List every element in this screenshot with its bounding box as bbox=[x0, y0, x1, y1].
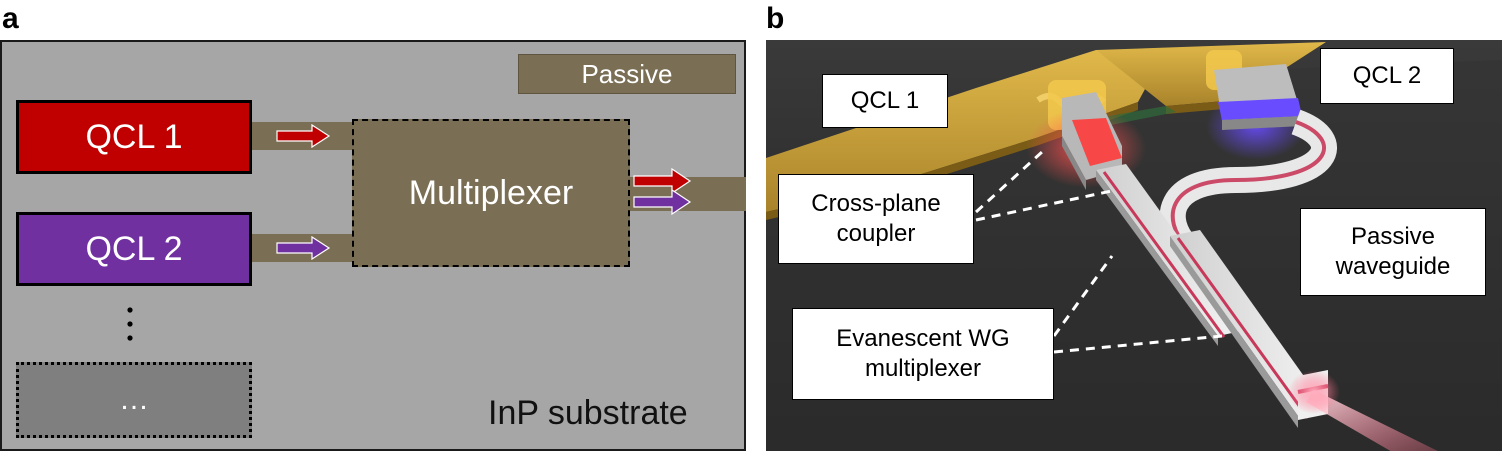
output-purple-arrow-icon bbox=[633, 188, 692, 216]
qcl1-label: QCL 1 bbox=[822, 74, 948, 128]
additional-qcl-block: … bbox=[16, 362, 252, 438]
qcl2-label: QCL 2 bbox=[1320, 48, 1454, 104]
qcl1-ridge bbox=[1062, 92, 1122, 190]
substrate-label: InP substrate bbox=[488, 394, 688, 432]
panel-a-schematic: Passive QCL 1 QCL 2 Multiplexer … InP su… bbox=[0, 40, 746, 451]
passive-waveguide-bend bbox=[1159, 109, 1337, 255]
output-red-arrow-icon bbox=[633, 167, 692, 195]
qcl2-block: QCL 2 bbox=[16, 212, 252, 286]
leader-lines bbox=[974, 150, 1223, 354]
qcl2-ridge bbox=[1214, 64, 1302, 130]
output-beam bbox=[1306, 390, 1438, 451]
qcl1-arrow-icon bbox=[276, 123, 331, 149]
panel-b-letter: b bbox=[766, 2, 785, 35]
evanescent-multiplexer-label: Evanescent WG multiplexer bbox=[792, 308, 1054, 400]
multiplexer-waveguides bbox=[1096, 164, 1329, 428]
cross-plane-coupler-label: Cross-plane coupler bbox=[778, 174, 974, 264]
passive-legend: Passive bbox=[518, 54, 736, 94]
signal-arrows bbox=[276, 123, 692, 261]
multiplexer-block: Multiplexer bbox=[352, 119, 630, 267]
panel-a-letter: a bbox=[2, 2, 19, 35]
qcl2-arrow-icon bbox=[276, 235, 331, 261]
vertical-ellipsis-icon bbox=[127, 307, 133, 341]
panel-b-device-render: QCL 1 QCL 2 Cross-plane coupler Passive … bbox=[766, 40, 1502, 451]
output-emission-glow bbox=[1288, 370, 1340, 414]
qcl1-block: QCL 1 bbox=[16, 100, 252, 174]
passive-waveguide-label: Passive waveguide bbox=[1300, 208, 1486, 296]
